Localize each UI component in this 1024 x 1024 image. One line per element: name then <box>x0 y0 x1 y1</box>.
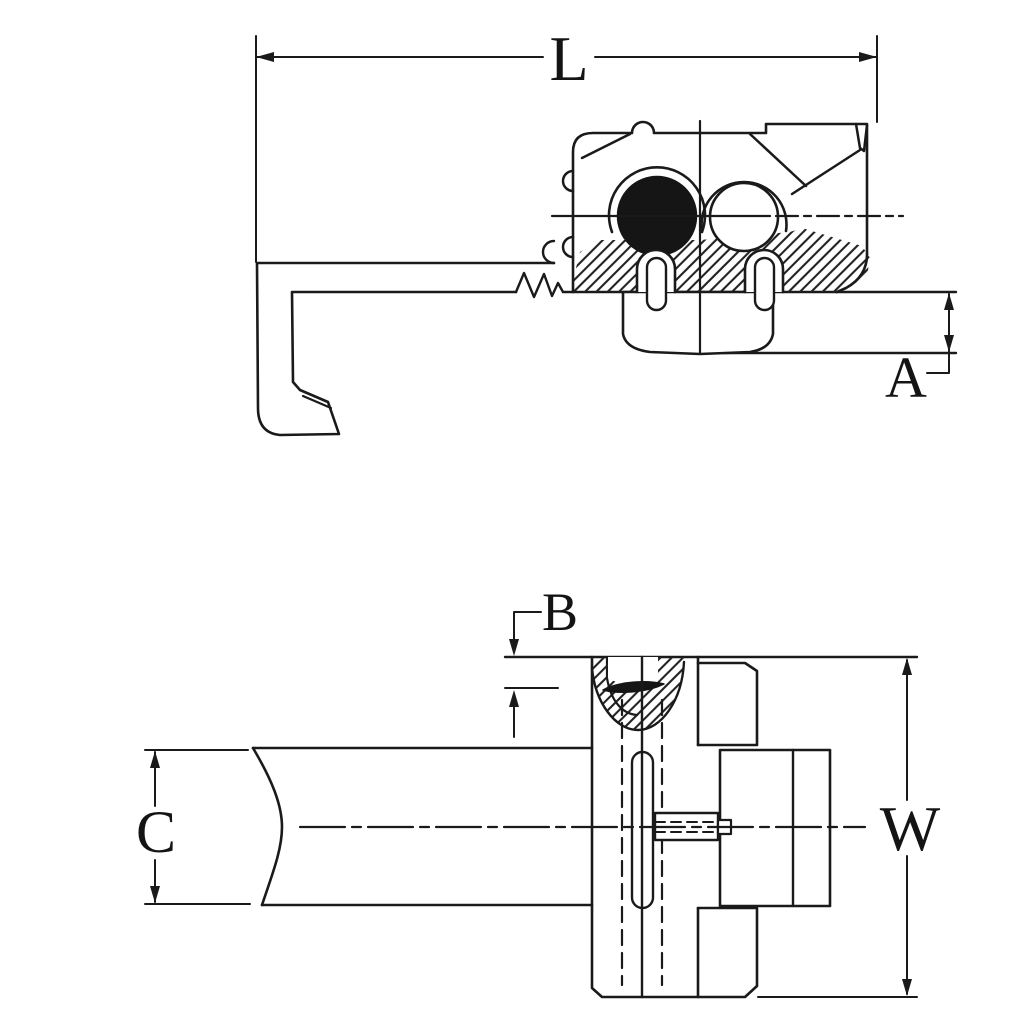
left-edge-bump-lower <box>561 235 575 259</box>
body-chamfer-line <box>580 132 632 160</box>
b-arrow-down <box>509 639 519 656</box>
l-arrow-right <box>859 52 877 62</box>
left-edge-bump-upper <box>561 169 575 193</box>
clamp-body-outline <box>561 120 869 294</box>
l-arrow-left <box>256 52 274 62</box>
side-view-centerlines <box>550 119 905 355</box>
dimension-B <box>504 611 559 738</box>
bowl-white-center <box>608 657 658 688</box>
dimension-label-W: W <box>880 793 941 864</box>
flange-end-notch <box>541 239 556 265</box>
lever-diagonal-upper <box>748 132 808 188</box>
clamp-strap <box>503 655 919 999</box>
dimension-C <box>144 749 251 905</box>
hook-cut-detail <box>301 394 333 410</box>
a-arrow-down <box>944 335 954 352</box>
dimension-A <box>926 293 954 374</box>
side-view: L A <box>255 23 958 437</box>
front-view: C B W <box>136 582 941 999</box>
hidden-screw-lines <box>620 698 664 987</box>
dimension-label-A: A <box>885 345 927 410</box>
dimension-label-L: L <box>549 23 588 94</box>
bar <box>251 746 594 907</box>
a-arrow-up <box>944 293 954 310</box>
bowl-inner-arc <box>605 676 639 717</box>
saddle-slot-left <box>645 256 668 312</box>
pin-hidden-lines <box>654 821 728 833</box>
a-leader <box>926 351 950 374</box>
break-zigzag <box>514 271 565 299</box>
screw-seat-bowl <box>590 657 686 732</box>
bottom-right-block <box>696 906 759 987</box>
dimension-label-B: B <box>542 582 578 642</box>
saddle-body <box>621 290 775 356</box>
screw-slot-lens <box>602 681 665 693</box>
lever-diagonal-lower <box>790 148 862 196</box>
dimension-label-C: C <box>136 799 176 865</box>
dimension-W <box>757 658 918 998</box>
bowl-outer-arc <box>590 660 686 732</box>
hook-bracket <box>255 239 565 437</box>
top-right-block <box>696 661 759 747</box>
b-leader <box>513 611 542 641</box>
b-arrow-up <box>509 690 519 707</box>
bar-break-curve <box>251 746 284 907</box>
w-arrow-down <box>902 979 912 996</box>
corner-notch <box>854 122 869 153</box>
dimension-L <box>255 35 878 263</box>
saddle-slot-right <box>753 256 776 312</box>
c-arrow-down <box>150 886 160 903</box>
w-arrow-up <box>902 658 912 675</box>
c-arrow-up <box>150 751 160 768</box>
left-jaw-arc <box>607 166 707 234</box>
